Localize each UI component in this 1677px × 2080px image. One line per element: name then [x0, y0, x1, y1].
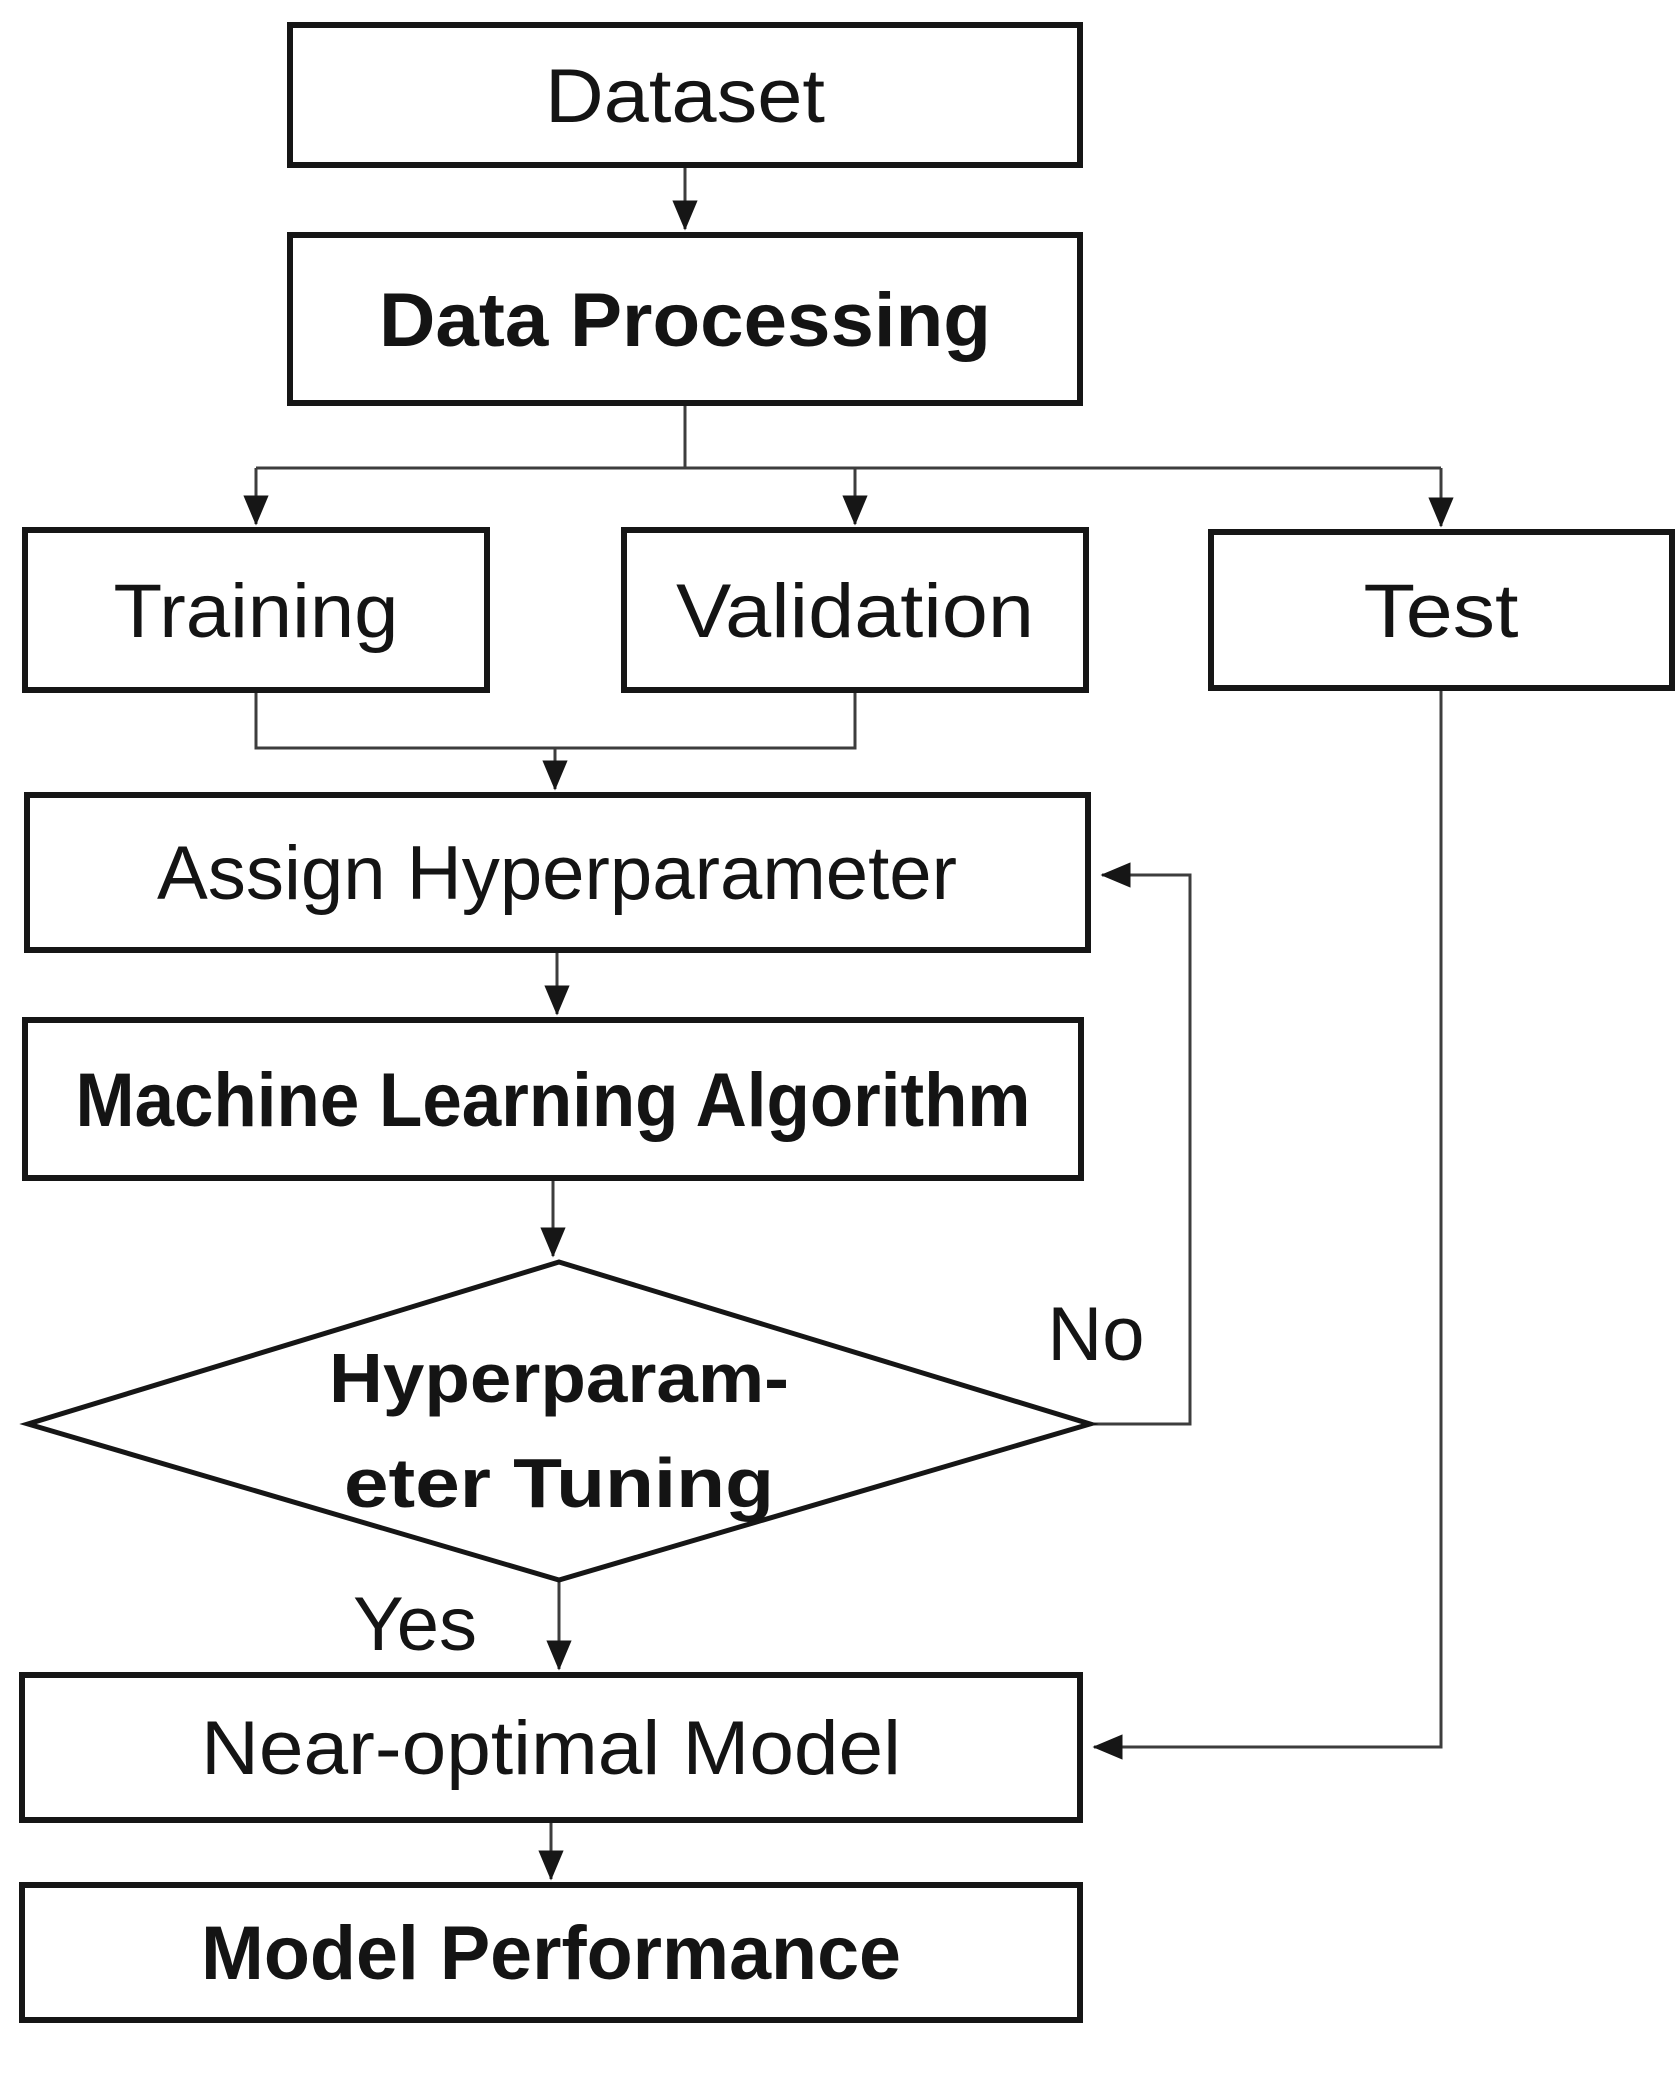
data-processing-label: Data Processing — [379, 278, 991, 363]
model-performance-box — [19, 1882, 1083, 2023]
edge-decision-no-loop — [1090, 862, 1192, 1426]
hyperparameter-tuning-label-line1: Hyperparam- — [329, 1339, 789, 1417]
hyperparameter-tuning-label-line2: eter Tuning — [344, 1444, 774, 1522]
test-box — [1208, 529, 1675, 691]
edge-test-to-near-optimal — [1092, 688, 1443, 1760]
yes-label: Yes — [353, 1582, 477, 1667]
validation-label: Validation — [676, 569, 1034, 654]
data-processing-box — [287, 232, 1083, 406]
training-label: Training — [114, 569, 399, 654]
machine-learning-algorithm-node: Machine Learning Algorithm — [22, 1017, 1084, 1181]
dataset-label: Dataset — [545, 54, 825, 139]
test-node: Test — [1208, 529, 1675, 691]
near-optimal-model-node: Near-optimal Model — [19, 1672, 1083, 1823]
hyperparameter-tuning-diamond — [19, 1259, 1099, 1583]
model-performance-node: Model Performance — [19, 1882, 1083, 2023]
data-processing-node: Data Processing — [287, 232, 1083, 406]
no-label: No — [1047, 1292, 1144, 1377]
training-box — [22, 527, 490, 693]
test-label: Test — [1364, 569, 1519, 654]
model-performance-label: Model Performance — [201, 1911, 901, 1996]
edges — [243, 165, 1454, 1881]
machine-learning-algorithm-label: Machine Learning Algorithm — [76, 1058, 1031, 1143]
assign-hyperparameter-box — [24, 792, 1091, 953]
near-optimal-model-box — [19, 1672, 1083, 1823]
validation-node: Validation — [621, 527, 1089, 693]
assign-hyperparameter-label: Assign Hyperparameter — [157, 831, 957, 916]
hyperparameter-tuning-decision: Hyperparam- eter Tuning — [19, 1259, 1099, 1583]
edge-merge-training-validation — [254, 690, 857, 750]
machine-learning-algorithm-box — [22, 1017, 1084, 1181]
training-node: Training — [22, 527, 490, 693]
dataset-node: Dataset — [287, 22, 1083, 168]
validation-box — [621, 527, 1089, 693]
dataset-box — [287, 22, 1083, 168]
near-optimal-model-label: Near-optimal Model — [201, 1706, 901, 1791]
assign-hyperparameter-node: Assign Hyperparameter — [24, 792, 1091, 953]
